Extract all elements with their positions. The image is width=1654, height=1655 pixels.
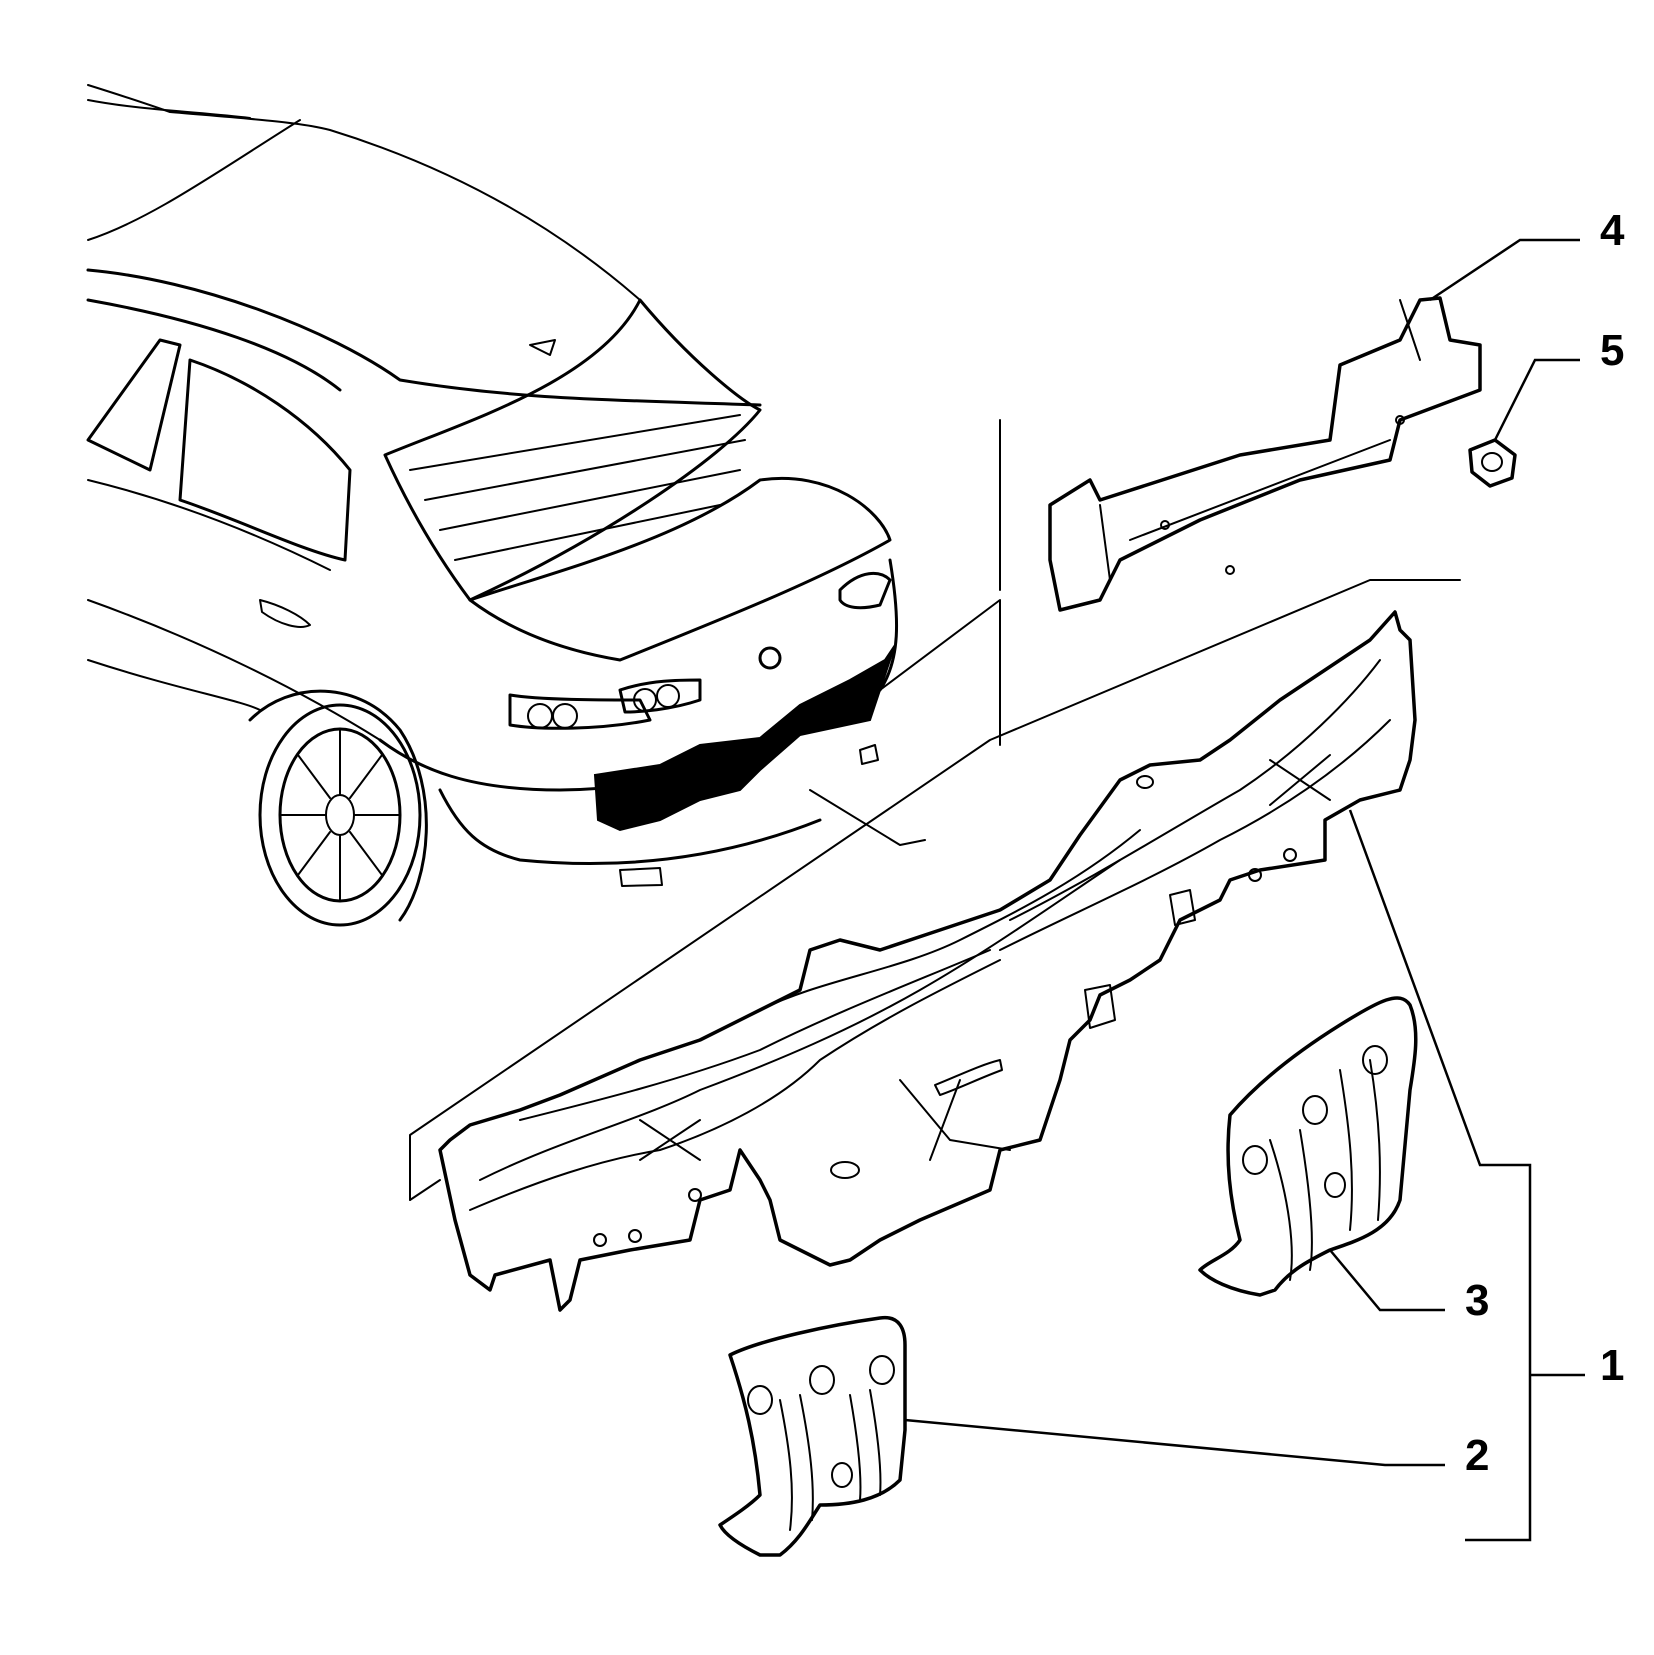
part-4-reinforcement-bracket (1048, 296, 1482, 612)
part-2-left-bracket (718, 1315, 907, 1557)
part-5-nut (1468, 438, 1517, 488)
car-rear-view (86, 84, 1001, 927)
rear-wheel (248, 689, 428, 927)
part-1-rear-crossmember (438, 610, 1417, 1312)
leader-lines (409, 238, 1585, 1542)
callout-5: 5 (1600, 326, 1624, 375)
callout-4: 4 (1600, 206, 1625, 255)
part-3-right-bracket (1198, 996, 1418, 1297)
highlighted-rear-area (593, 644, 896, 832)
callout-2: 2 (1465, 1431, 1489, 1480)
callout-3: 3 (1465, 1276, 1489, 1325)
callout-1: 1 (1600, 1341, 1624, 1390)
